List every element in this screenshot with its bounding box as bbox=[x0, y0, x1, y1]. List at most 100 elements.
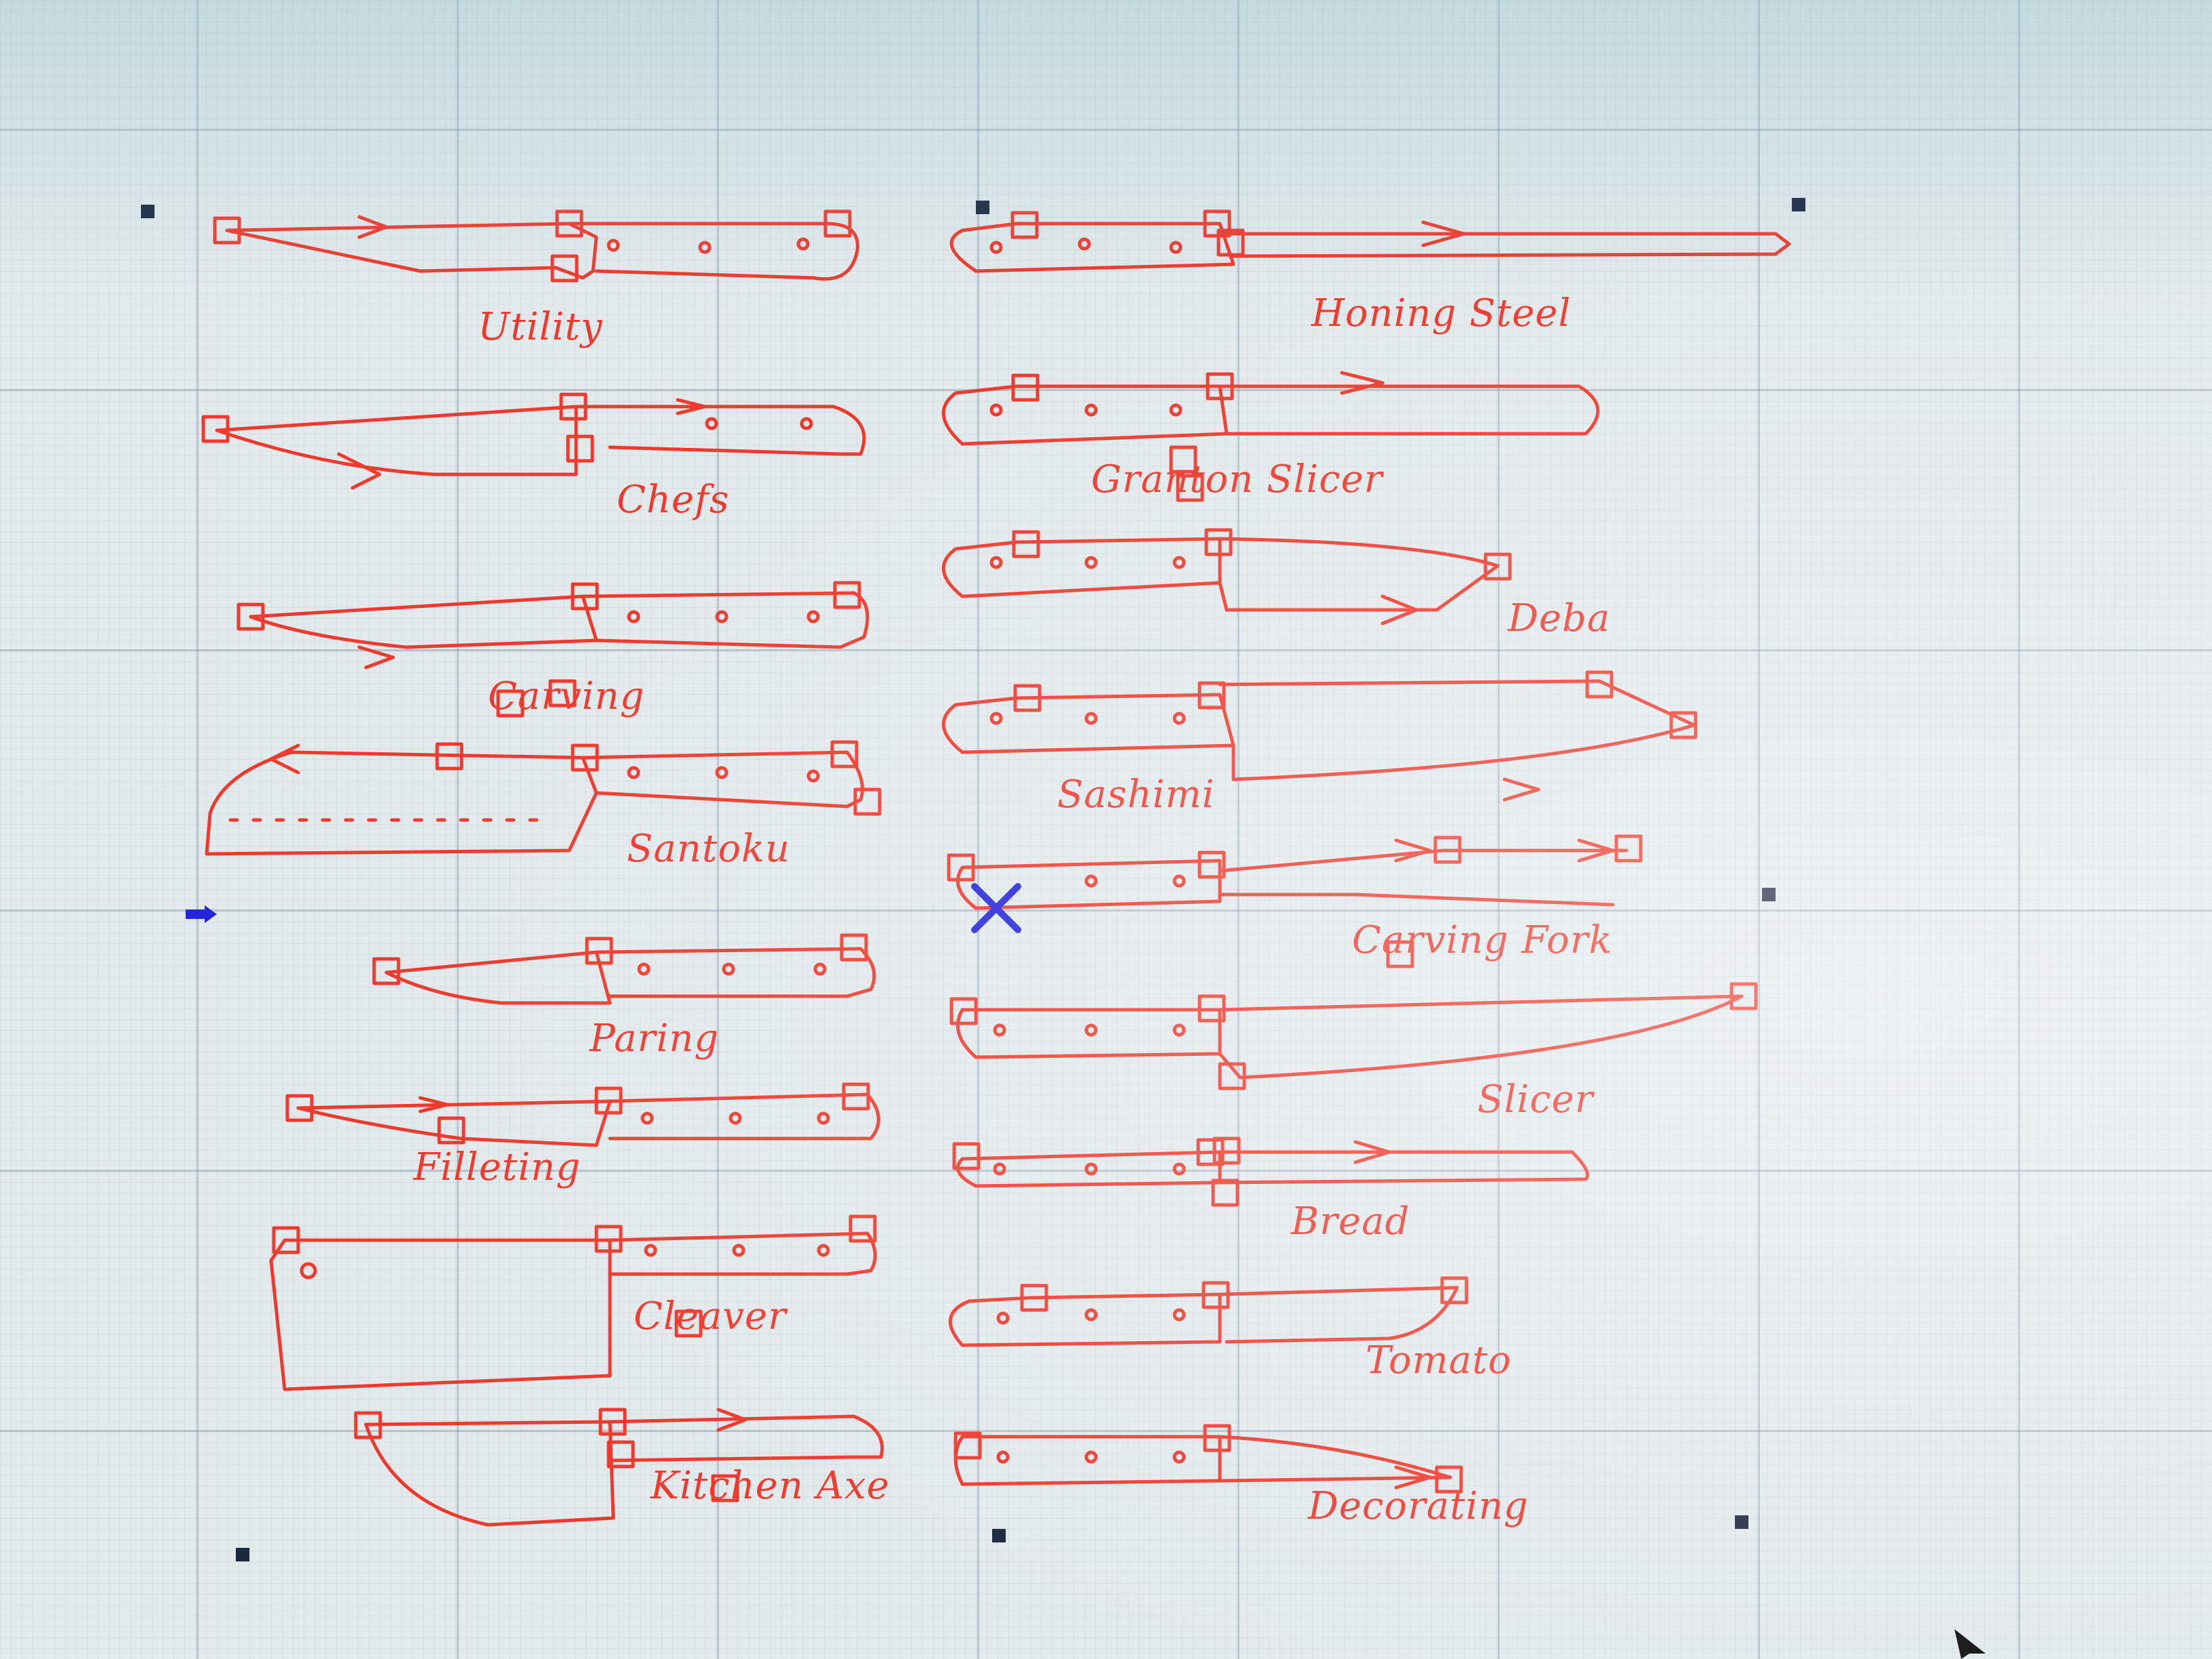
control-point[interactable] bbox=[437, 1116, 466, 1145]
label-granton-slicer: Granton Slicer bbox=[1091, 457, 1383, 501]
label-cleaver: Cleaver bbox=[634, 1294, 787, 1338]
label-chefs: Chefs bbox=[617, 478, 730, 522]
control-point[interactable] bbox=[594, 1225, 623, 1253]
label-decorating: Decorating bbox=[1308, 1484, 1529, 1528]
control-point[interactable] bbox=[853, 787, 882, 816]
control-point[interactable] bbox=[213, 216, 241, 245]
control-point[interactable] bbox=[1218, 1062, 1246, 1090]
control-point[interactable] bbox=[952, 1142, 981, 1170]
label-carving-fork: Carving Fork bbox=[1352, 918, 1613, 962]
control-point[interactable] bbox=[674, 1309, 703, 1338]
label-santoku: Santoku bbox=[627, 827, 791, 871]
control-point[interactable] bbox=[1585, 670, 1614, 699]
insertion-arrow-icon[interactable] bbox=[184, 904, 218, 924]
control-point[interactable] bbox=[1669, 711, 1698, 739]
knife-decorating[interactable] bbox=[954, 1424, 1463, 1494]
control-point[interactable] bbox=[555, 209, 583, 238]
knife-carving-fork[interactable] bbox=[947, 834, 1643, 968]
control-point[interactable] bbox=[1206, 372, 1234, 401]
control-point[interactable] bbox=[1216, 228, 1245, 257]
knife-santoku[interactable] bbox=[205, 740, 882, 856]
arrow-pointer-icon bbox=[1954, 1629, 1986, 1659]
control-point[interactable] bbox=[1440, 1276, 1469, 1305]
control-point[interactable] bbox=[1013, 684, 1042, 712]
knife-chefs[interactable] bbox=[201, 392, 866, 490]
control-point[interactable] bbox=[285, 1094, 314, 1122]
knife-carving[interactable] bbox=[237, 581, 869, 718]
control-point[interactable] bbox=[1197, 851, 1226, 879]
knife-deba[interactable] bbox=[941, 528, 1512, 626]
knife-slicer[interactable] bbox=[949, 982, 1758, 1090]
control-point[interactable] bbox=[830, 740, 859, 769]
label-carving: Carving bbox=[488, 674, 645, 718]
knife-kitchen-axe[interactable] bbox=[354, 1408, 884, 1527]
control-point[interactable] bbox=[571, 743, 599, 772]
control-point[interactable] bbox=[1176, 474, 1204, 502]
control-point[interactable] bbox=[1197, 681, 1226, 710]
knife-honing-steel[interactable] bbox=[949, 209, 1791, 273]
knife-bread[interactable] bbox=[952, 1136, 1589, 1207]
knife-cleaver[interactable] bbox=[269, 1214, 877, 1391]
control-point[interactable] bbox=[1435, 1465, 1463, 1494]
control-point[interactable] bbox=[550, 254, 579, 283]
control-point[interactable] bbox=[354, 1411, 382, 1439]
control-point[interactable] bbox=[598, 1408, 627, 1436]
control-point[interactable] bbox=[1169, 445, 1197, 474]
control-point[interactable] bbox=[496, 689, 525, 718]
control-point[interactable] bbox=[1010, 211, 1039, 239]
control-point[interactable] bbox=[1212, 1136, 1241, 1165]
control-point[interactable] bbox=[201, 415, 230, 443]
control-point[interactable] bbox=[372, 957, 401, 985]
control-point[interactable] bbox=[949, 997, 978, 1025]
control-point[interactable] bbox=[559, 392, 588, 421]
selection-handle[interactable] bbox=[1735, 1515, 1748, 1529]
control-point[interactable] bbox=[1614, 834, 1643, 863]
control-point[interactable] bbox=[1211, 1179, 1240, 1207]
selection-handle[interactable] bbox=[1792, 198, 1805, 211]
control-point[interactable] bbox=[1203, 1424, 1231, 1452]
control-point[interactable] bbox=[1483, 552, 1512, 581]
control-point[interactable] bbox=[1202, 1281, 1230, 1309]
control-point[interactable] bbox=[1386, 940, 1414, 968]
control-point[interactable] bbox=[1197, 994, 1226, 1023]
control-point[interactable] bbox=[1433, 836, 1462, 864]
knife-sashimi[interactable] bbox=[941, 670, 1698, 802]
control-point[interactable] bbox=[607, 1440, 635, 1469]
selection-handle[interactable] bbox=[141, 205, 155, 218]
control-point[interactable] bbox=[1204, 528, 1233, 556]
selection-handle[interactable] bbox=[976, 201, 989, 214]
control-point[interactable] bbox=[435, 742, 464, 771]
control-point[interactable] bbox=[947, 853, 975, 882]
control-point[interactable] bbox=[237, 602, 265, 631]
knife-paring[interactable] bbox=[372, 933, 876, 1005]
control-point[interactable] bbox=[548, 679, 577, 708]
knife-utility[interactable] bbox=[213, 209, 859, 283]
knife-filleting[interactable] bbox=[285, 1082, 880, 1147]
control-point[interactable] bbox=[1012, 530, 1040, 558]
control-point[interactable] bbox=[711, 1474, 739, 1502]
label-paring: Paring bbox=[590, 1017, 720, 1061]
selection-handle[interactable] bbox=[992, 1529, 1006, 1542]
control-point[interactable] bbox=[1196, 1138, 1225, 1166]
selection-handle[interactable] bbox=[236, 1548, 249, 1561]
control-point[interactable] bbox=[840, 933, 868, 962]
label-utility: Utility bbox=[478, 305, 603, 349]
control-point[interactable] bbox=[1729, 982, 1758, 1010]
control-point[interactable] bbox=[954, 1431, 982, 1460]
control-point[interactable] bbox=[1011, 373, 1040, 402]
control-point[interactable] bbox=[833, 581, 861, 609]
control-point[interactable] bbox=[1020, 1284, 1048, 1312]
control-point[interactable] bbox=[566, 434, 594, 463]
knife-granton-slicer[interactable] bbox=[941, 371, 1600, 502]
control-point[interactable] bbox=[594, 1086, 623, 1115]
control-point[interactable] bbox=[585, 937, 613, 965]
control-point[interactable] bbox=[842, 1082, 870, 1111]
control-point[interactable] bbox=[848, 1214, 877, 1243]
knife-tomato[interactable] bbox=[948, 1276, 1469, 1347]
selection-handle[interactable] bbox=[1762, 888, 1776, 901]
control-point[interactable] bbox=[823, 209, 852, 238]
control-point[interactable] bbox=[272, 1226, 300, 1254]
control-point[interactable] bbox=[571, 582, 599, 611]
